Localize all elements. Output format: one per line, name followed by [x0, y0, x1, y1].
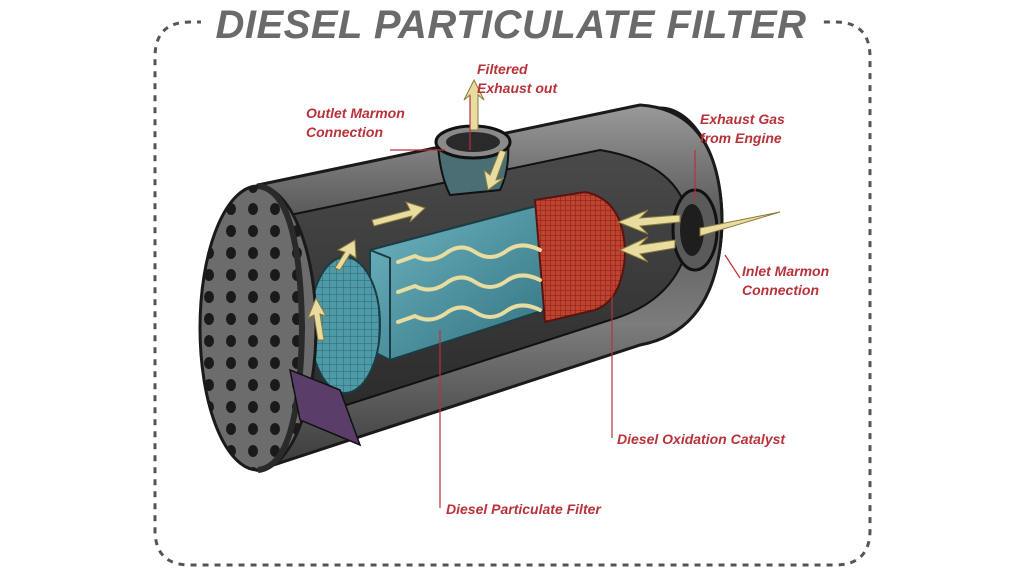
oxidation-catalyst-label: Diesel Oxidation Catalyst [617, 431, 786, 447]
outlet-marmon-label: Outlet Marmon Connection [306, 105, 405, 140]
dpf-cylinder-illustration [198, 103, 724, 473]
internal-flow-waves [396, 243, 542, 324]
perforated-end-cap [198, 184, 318, 472]
oxidation-catalyst-block [533, 190, 627, 324]
leader-lines [390, 96, 741, 508]
particulate-filter-label: Diesel Particulate Filter [446, 501, 601, 517]
filtered-exhaust-label: Filtered Exhaust out [477, 61, 558, 96]
exhaust-gas-label: Exhaust Gas from Engine [700, 111, 785, 146]
flow-arrows [307, 78, 781, 341]
diagram-title: DIESEL PARTICULATE FILTER [0, 0, 1022, 50]
inlet-marmon-label: Inlet Marmon Connection [742, 263, 830, 298]
dashed-frame [153, 20, 872, 567]
